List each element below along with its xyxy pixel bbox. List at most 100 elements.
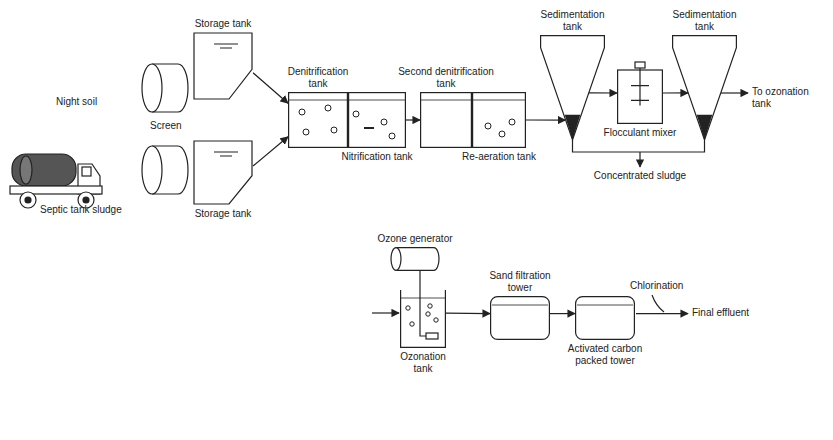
process-unit: Second denitrification tank [420,92,472,148]
unit-name: Ozonation tank [391,351,455,374]
flow-label: Concentrated sludge [580,170,700,182]
node-shape [193,32,253,100]
unit-name: Re-aeration tank [459,151,539,163]
process-unit: Activated carbon packed tower [575,296,635,340]
water-level [214,44,238,48]
process-unit: Nitrification tank [348,92,406,148]
node-shape [390,247,440,271]
unit-name: Activated carbon packed tower [553,343,657,366]
tank-compartment [349,93,406,148]
mixer-shaft [631,62,649,105]
unit-name: Sedimentation tank [664,9,746,32]
process-unit: Ozonation tank [400,290,446,348]
flow-connector [550,313,575,314]
flow-label: Septic tank sludge [40,204,160,216]
mixer-motor [635,62,645,68]
unit-name: Ozone generator [365,233,465,245]
sedimentation-funnel [541,36,605,140]
node-shape [575,296,635,340]
screen-drum [142,146,188,194]
unit-name: Flocculant mixer [590,127,690,139]
flow-label: To ozonation tank [752,86,826,109]
diffuser [364,127,374,129]
process-unit: Flocculant mixer [617,62,663,124]
process-unit: Storage tank [193,32,253,100]
air-bubble [381,119,387,125]
node-shape [288,92,348,148]
tank-compartment [421,93,472,148]
unit-name: Storage tank [178,208,268,220]
node-shape [617,62,663,124]
flow-label: Night soil [56,96,136,108]
node-shape [193,140,253,205]
air-bubble [299,109,305,115]
unit-name: Sand filtration tower [481,270,559,293]
node-shape [400,290,446,348]
air-bubble [353,111,359,117]
unit-name: Storage tank [178,18,268,30]
flow-label: Chlorination [630,280,710,292]
tank-compartment [289,93,348,148]
water-surface [400,298,446,299]
settled-sludge [697,115,713,140]
air-bubble [331,127,337,133]
flow-arrow [636,313,688,314]
screen-drum [142,64,188,112]
chlorine-line [652,295,664,312]
ozone-bubble [428,304,432,308]
flow-connector [253,137,288,166]
air-bubble [499,131,505,137]
node-shape [490,296,550,340]
ozone-bubble [426,312,430,316]
flow-label: Screen [150,120,210,132]
flow-connector [253,73,288,103]
air-bubble [325,105,331,111]
air-bubble [485,123,491,129]
ozone-bubble [434,318,438,322]
water-surface [288,100,348,101]
air-bubble [389,133,395,139]
ozonation-tank-outline [401,290,446,347]
process-unit: Denitrification tank [288,92,348,148]
process-unit: Ozone generator [390,247,440,271]
filter-tower [576,297,635,340]
flow-connector [419,271,420,290]
flow-connector [526,119,565,120]
node-shape [420,92,472,148]
sludge-arrow [639,152,640,167]
water-surface [348,100,406,101]
flow-connector [446,313,490,315]
vacuum-truck [10,154,102,208]
ozone-generator-body [396,248,439,271]
flow-arrow [372,312,399,313]
flow-connector [406,119,420,120]
process-unit: Sedimentation tank [540,35,605,140]
air-bubble [303,129,309,135]
ozone-bubble [410,322,414,326]
storage-tank-outline [194,33,252,99]
ozone-pipe [420,290,426,336]
unit-name: Nitrification tank [337,151,417,163]
air-bubble [509,119,515,125]
water-level [214,152,238,156]
process-unit: Sedimentation tank [672,35,737,140]
node-shape [348,92,406,148]
sludge-line [573,140,705,152]
ozone-bubble [406,306,410,310]
tank-compartment [473,93,526,148]
flow-arrow [721,92,748,93]
node-shape [672,35,737,140]
ozone-generator-end [391,248,401,271]
flow-label: Final effluent [692,307,782,319]
node-shape [540,35,605,140]
storage-tank-outline [194,141,252,204]
flow-connector [589,92,617,93]
diffuser [426,333,438,339]
process-unit: Re-aeration tank [472,92,526,148]
flow-connector [663,92,688,93]
filter-bed-line [577,305,633,306]
process-unit: Sand filtration tower [490,296,550,340]
water-surface [472,100,526,101]
filter-tower [491,297,550,340]
